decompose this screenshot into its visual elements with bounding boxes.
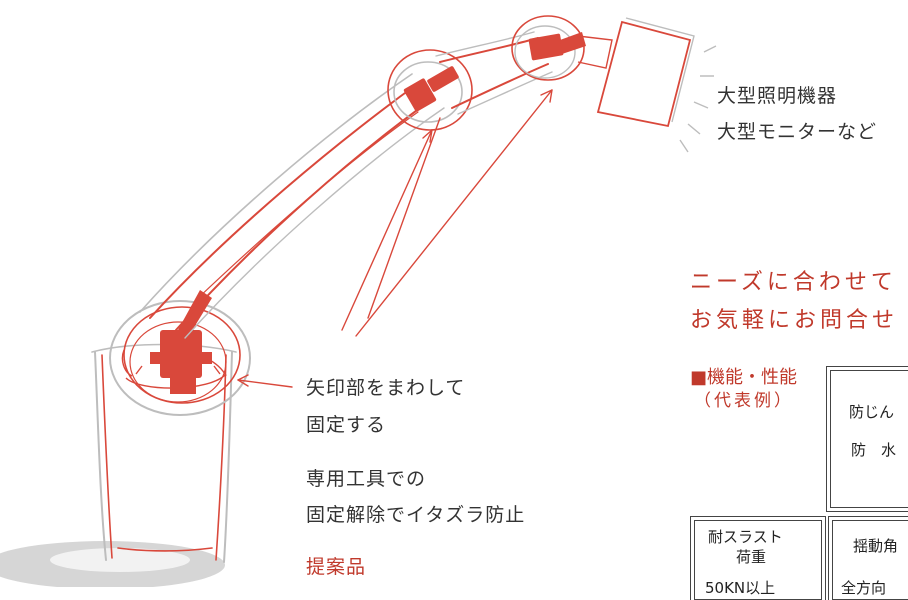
floor-highlight [50, 548, 190, 572]
equipment-label-line2: 大型モニターなど [717, 121, 878, 143]
spec-swing-label: 揺動角 [853, 537, 899, 555]
spec-thrust-value: 50KN以上 [705, 579, 776, 597]
equipment-panel [596, 17, 717, 153]
middle-joint [387, 49, 473, 131]
spec-dustproof-text: 防じん [849, 403, 895, 421]
top-joint [511, 15, 585, 81]
top-joint-mechanism [528, 32, 586, 61]
tool-instruction-line1: 専用工具での [306, 468, 427, 490]
lock-instruction-line2: 固定する [306, 414, 387, 436]
heading-line1: ニーズに合わせて [690, 270, 897, 295]
middle-joint-mechanism [403, 66, 459, 112]
equipment-label-line1: 大型照明機器 [717, 85, 838, 107]
spec-swing-value: 全方向 [841, 579, 887, 597]
spec-thrust-label-line1: 耐スラスト [708, 528, 783, 546]
heading-line2: お気軽にお問合せ [690, 308, 899, 333]
top-joint-mount [577, 35, 613, 69]
spec-waterproof-text: 防 水 [851, 441, 897, 459]
spec-box-swing: 揺動角 全方向 [828, 516, 908, 600]
base-joint-mechanism [150, 290, 212, 394]
spec-subtitle: （代表例） [694, 391, 794, 411]
lock-instruction-line1: 矢印部をまわして [306, 377, 466, 399]
spec-box-thrust: 耐スラスト 荷重 50KN以上 [690, 516, 826, 600]
arm-sketch-illustration [0, 15, 717, 587]
spec-box-dustproof: 防じん 防 水 [826, 366, 908, 512]
spec-thrust-label-line2: 荷重 [736, 548, 767, 566]
rotation-arrows [121, 349, 227, 377]
pointer-arrows [237, 89, 553, 388]
spec-title: ■機能・性能 [690, 367, 798, 388]
base-pole [91, 343, 237, 563]
tool-instruction-line2: 固定解除でイタズラ防止 [306, 504, 526, 526]
proposal-label: 提案品 [306, 556, 367, 578]
